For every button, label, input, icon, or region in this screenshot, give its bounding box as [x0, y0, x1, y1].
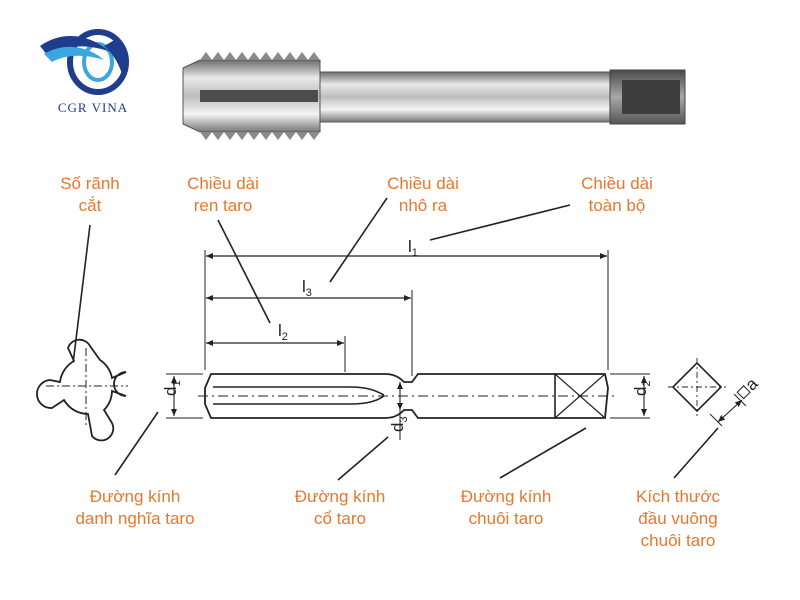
symbol-l1: l1 [408, 237, 418, 259]
svg-text:a: a [742, 374, 763, 395]
symbol-d1: d1 [161, 380, 183, 396]
thread-teeth-top [200, 52, 320, 140]
dimension-symbols: l1 l3 l2 d1 d3 d2 a [161, 237, 762, 432]
symbol-d3: d3 [388, 416, 410, 432]
brand-name: CGR VINA [57, 100, 129, 115]
symbol-l2: l2 [278, 321, 288, 343]
symbol-l3: l3 [302, 277, 312, 299]
symbol-d2: d2 [631, 380, 653, 396]
leader-lines [71, 197, 719, 481]
cross-section-view [36, 338, 128, 442]
tap-technical-drawing [166, 250, 650, 440]
brand-logo [40, 29, 129, 95]
tap-photo [182, 52, 686, 140]
square-head-view [668, 358, 747, 427]
